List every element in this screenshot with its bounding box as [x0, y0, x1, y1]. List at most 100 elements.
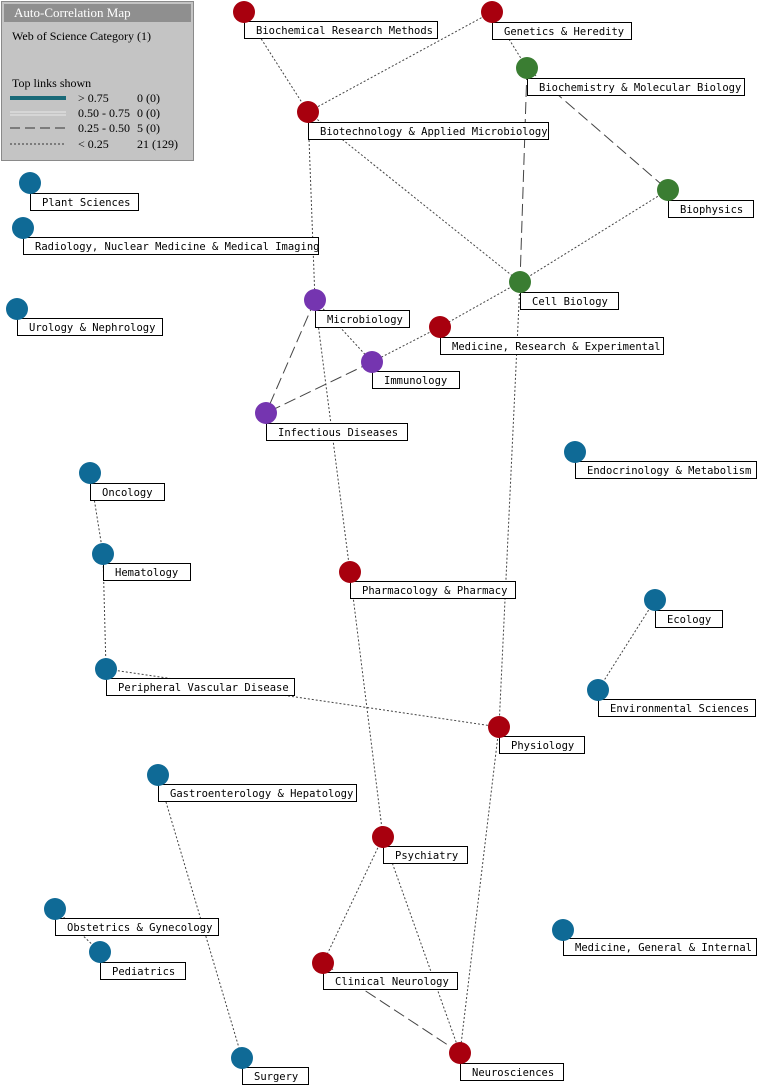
- node-marker-blue[interactable]: [231, 1047, 253, 1069]
- node-label: Pediatrics: [112, 966, 175, 978]
- node-medresearch[interactable]: Medicine, Research & Experimental: [429, 316, 664, 355]
- node-pharmacology[interactable]: Pharmacology & Pharmacy: [339, 561, 516, 599]
- legend-row-short-dash: < 0.25 21 (129): [10, 137, 190, 151]
- node-marker-red[interactable]: [481, 1, 503, 23]
- node-marker-blue[interactable]: [564, 441, 586, 463]
- node-marker-green[interactable]: [509, 271, 531, 293]
- node-label: Ecology: [667, 614, 711, 626]
- node-biotech[interactable]: Biotechnology & Applied Microbiology: [297, 101, 549, 140]
- node-marker-blue[interactable]: [89, 941, 111, 963]
- node-label: Pharmacology & Pharmacy: [362, 585, 507, 597]
- node-label: Endocrinology & Metabolism: [587, 465, 751, 477]
- node-label: Immunology: [384, 375, 447, 387]
- node-label-box: [655, 610, 723, 628]
- link-medresearch-immunology: [371, 326, 441, 363]
- node-label-box: [460, 1063, 564, 1081]
- node-marker-red[interactable]: [372, 826, 394, 848]
- node-label: Genetics & Heredity: [504, 26, 624, 38]
- node-marker-green[interactable]: [657, 179, 679, 201]
- node-label: Clinical Neurology: [335, 976, 449, 988]
- node-clinneuro[interactable]: Clinical Neurology: [312, 952, 458, 990]
- node-label: Psychiatry: [395, 850, 458, 862]
- node-medgeneral[interactable]: Medicine, General & Internal: [552, 919, 757, 956]
- node-marker-red[interactable]: [339, 561, 361, 583]
- node-label-box: [17, 318, 163, 336]
- node-oncology[interactable]: Oncology: [79, 462, 165, 501]
- node-obgyn[interactable]: Obstetrics & Gynecology: [44, 898, 219, 936]
- node-label: Biochemistry & Molecular Biology: [539, 82, 741, 94]
- node-urology[interactable]: Urology & Nephrology: [6, 298, 163, 336]
- node-marker-blue[interactable]: [587, 679, 609, 701]
- node-genetics[interactable]: Genetics & Heredity: [481, 1, 632, 40]
- node-marker-blue[interactable]: [95, 658, 117, 680]
- node-label: Infectious Diseases: [278, 427, 398, 439]
- node-marker-red[interactable]: [312, 952, 334, 974]
- legend-heading: Top links shown: [12, 76, 92, 90]
- node-hematology[interactable]: Hematology: [92, 543, 191, 581]
- node-marker-red[interactable]: [233, 1, 255, 23]
- node-label-box: [103, 563, 191, 581]
- node-marker-blue[interactable]: [644, 589, 666, 611]
- node-label: Oncology: [102, 487, 153, 499]
- link-immunology-infectious: [265, 361, 373, 414]
- node-marker-purple[interactable]: [255, 402, 277, 424]
- link-physiology-neurosciences: [459, 726, 500, 1054]
- node-marker-blue[interactable]: [44, 898, 66, 920]
- node-marker-blue[interactable]: [552, 919, 574, 941]
- legend-title[interactable]: Auto-Correlation Map: [4, 4, 191, 22]
- node-label: Biotechnology & Applied Microbiology: [320, 126, 548, 138]
- node-physiology[interactable]: Physiology: [488, 716, 585, 754]
- node-envsci[interactable]: Environmental Sciences: [587, 679, 756, 717]
- node-biochem-molbio[interactable]: Biochemistry & Molecular Biology: [516, 57, 745, 96]
- node-pediatrics[interactable]: Pediatrics: [89, 941, 186, 980]
- node-label: Obstetrics & Gynecology: [67, 922, 212, 934]
- node-label: Surgery: [254, 1071, 298, 1083]
- node-ecology[interactable]: Ecology: [644, 589, 723, 628]
- node-marker-blue[interactable]: [6, 298, 28, 320]
- node-marker-red[interactable]: [488, 716, 510, 738]
- node-label-box: [492, 22, 632, 40]
- node-label-box: [308, 122, 549, 140]
- node-neurosciences[interactable]: Neurosciences: [449, 1042, 564, 1081]
- link-microbio-infectious: [265, 299, 316, 414]
- node-marker-red[interactable]: [429, 316, 451, 338]
- node-marker-purple[interactable]: [361, 351, 383, 373]
- node-marker-blue[interactable]: [12, 217, 34, 239]
- node-label-box: [668, 200, 754, 218]
- links-layer: [54, 11, 669, 1059]
- node-plant[interactable]: Plant Sciences: [19, 172, 139, 211]
- node-marker-red[interactable]: [297, 101, 319, 123]
- node-marker-green[interactable]: [516, 57, 538, 79]
- node-infectious[interactable]: Infectious Diseases: [255, 402, 408, 441]
- node-biochem-methods[interactable]: Biochemical Research Methods: [233, 1, 438, 39]
- node-surgery[interactable]: Surgery: [231, 1047, 309, 1085]
- node-label: Physiology: [511, 740, 574, 752]
- node-gastro[interactable]: Gastroenterology & Hepatology: [147, 764, 357, 802]
- node-microbio[interactable]: Microbiology: [304, 289, 410, 328]
- node-marker-purple[interactable]: [304, 289, 326, 311]
- legend-swatch-thick: [10, 96, 66, 100]
- node-label-box: [315, 310, 410, 328]
- node-radiology[interactable]: Radiology, Nuclear Medicine & Medical Im…: [12, 217, 319, 255]
- node-immunology[interactable]: Immunology: [361, 351, 460, 389]
- link-psychiatry-clinneuro: [322, 836, 384, 964]
- node-peripheral[interactable]: Peripheral Vascular Disease: [95, 658, 295, 696]
- node-endocrin[interactable]: Endocrinology & Metabolism: [564, 441, 757, 479]
- node-label-box: [372, 371, 460, 389]
- node-label-box: [527, 78, 745, 96]
- legend-range: 0.50 - 0.75: [78, 106, 130, 120]
- node-marker-red[interactable]: [449, 1042, 471, 1064]
- node-biophysics[interactable]: Biophysics: [657, 179, 754, 218]
- node-psychiatry[interactable]: Psychiatry: [372, 826, 468, 864]
- link-genetics-biotech: [307, 11, 493, 113]
- node-marker-blue[interactable]: [147, 764, 169, 786]
- node-label: Urology & Nephrology: [29, 322, 155, 334]
- node-marker-blue[interactable]: [79, 462, 101, 484]
- node-marker-blue[interactable]: [19, 172, 41, 194]
- node-marker-blue[interactable]: [92, 543, 114, 565]
- node-label-box: [563, 938, 757, 956]
- node-label: Microbiology: [327, 314, 403, 326]
- legend-range: < 0.25: [78, 137, 109, 151]
- legend-panel[interactable]: Auto-Correlation Map Web of Science Cate…: [1, 1, 194, 161]
- node-cellbio[interactable]: Cell Biology: [509, 271, 619, 310]
